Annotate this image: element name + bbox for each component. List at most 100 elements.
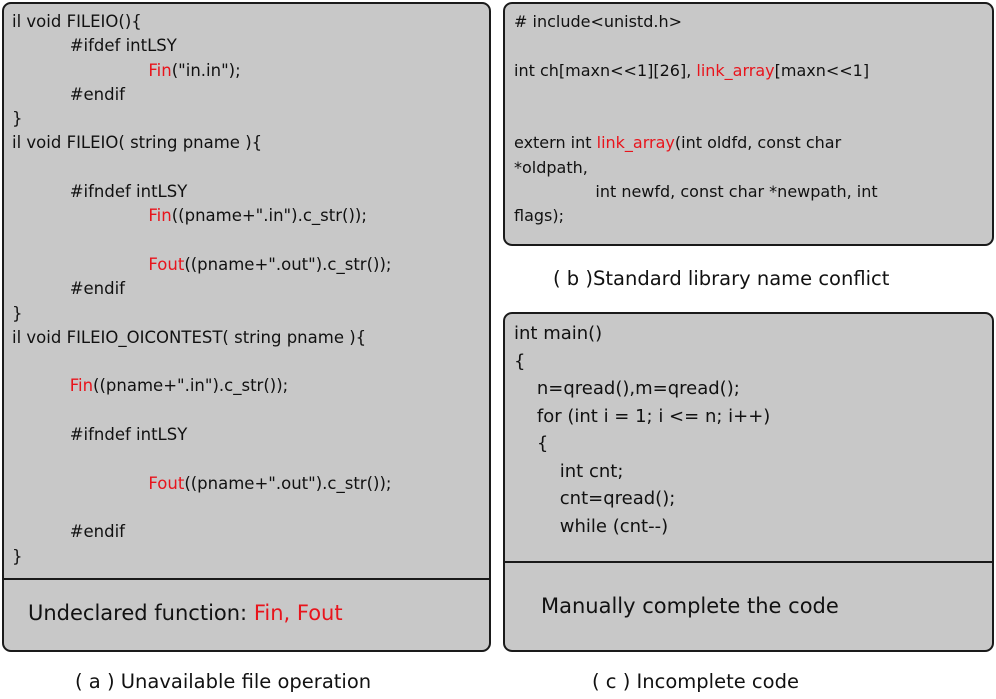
code-line: n=qread(),m=qread(); [514,375,992,403]
code-text: cnt=qread(); [514,488,676,509]
code-text: (int oldfd, const char [674,133,842,153]
code-line: #ifndef intLSY [12,180,489,204]
panel-unavailable-file-operation: il void FILEIO(){ #ifdef intLSY Fin("in.… [2,2,491,652]
code-text [12,61,148,80]
code-text: int main() [514,323,603,344]
code-line: Fin((pname+".in").c_str()); [12,374,489,398]
code-line: Fin("in.in"); [12,59,489,83]
code-block: # include<unistd.h> int ch[maxn<<1][26], … [505,4,992,229]
code-line: #ifndef intLSY [12,423,489,447]
code-text: *oldpath, [514,157,588,177]
code-line: while (cnt--) [514,513,992,541]
code-line: extern int link_array(int oldfd, const c… [514,131,992,155]
code-line: #endif [12,520,489,544]
code-text: } [12,303,23,323]
code-text: int newfd, const char *newpath, int [514,182,878,202]
code-line: flags); [514,204,992,228]
code-line: int newfd, const char *newpath, int [514,180,992,204]
code-block: il void FILEIO(){ #ifdef intLSY Fin("in.… [4,4,489,569]
code-text: { [514,350,526,372]
code-text: [maxn<<1] [774,60,870,80]
code-line: int cnt; [514,458,992,486]
footer-note: Undeclared function: Fin, Fout [28,601,343,625]
code-line: il void FILEIO(){ [12,10,489,34]
code-text [12,376,70,395]
code-text [12,255,148,274]
code-text: #endif [12,279,125,299]
caption-c: ( c ) Incomplete code [592,670,799,693]
code-text: il void FILEIO_OICONTEST( string pname )… [12,327,367,347]
highlighted-identifier: link_array [696,60,775,80]
code-text: { [514,433,549,454]
code-text: while (cnt--) [514,515,669,537]
code-line [12,156,489,180]
highlighted-identifier: Fout [148,473,185,493]
code-line: { [514,348,992,376]
code-text: il void FILEIO( string pname ){ [12,133,263,153]
code-text: #endif [12,84,125,104]
divider [505,561,992,563]
code-line [12,496,489,520]
code-text: #endif [12,522,125,542]
code-text: int cnt; [514,460,624,482]
caption-a: ( a ) Unavailable file operation [75,670,372,693]
divider [4,578,489,580]
panel-name-conflict: # include<unistd.h> int ch[maxn<<1][26], … [503,2,994,246]
code-line: cnt=qread(); [514,485,992,513]
code-text: int ch[maxn<<1][26], [514,60,697,80]
code-text: il void FILEIO(){ [12,12,142,31]
footer-note: Manually complete the code [541,594,839,618]
code-block: int main() { n=qread(),m=qread(); for (in… [505,314,992,540]
code-line: # include<unistd.h> [514,10,992,34]
code-line [514,34,992,58]
panel-incomplete-code: int main() { n=qread(),m=qread(); for (in… [503,312,994,652]
code-text: # include<unistd.h> [514,12,682,31]
code-line [12,350,489,374]
code-text: #ifndef intLSY [12,182,188,202]
footer-label: Undeclared function: [28,601,254,625]
code-line [514,107,992,131]
code-text [12,206,148,225]
code-text: ((pname+".out").c_str()); [184,473,392,493]
code-line: #endif [12,277,489,301]
code-text: #ifndef intLSY [12,425,188,445]
code-text: ((pname+".in").c_str()); [171,206,367,226]
code-text: flags); [514,206,565,226]
code-line: for (int i = 1; i <= n; i++) [514,403,992,431]
code-text: ("in.in"); [171,60,241,80]
highlighted-identifier: Fin [148,60,172,80]
code-line: #endif [12,83,489,107]
code-line: Fout((pname+".out").c_str()); [12,253,489,277]
code-line [12,229,489,253]
code-line: } [12,545,489,569]
code-text: extern int [514,133,597,153]
code-text: ((pname+".out").c_str()); [184,254,392,274]
code-text: ((pname+".in").c_str()); [93,376,289,396]
code-line: #ifdef intLSY [12,34,489,58]
code-text: #ifdef intLSY [12,36,177,56]
highlighted-identifier: Fin [69,376,94,396]
code-line: il void FILEIO_OICONTEST( string pname )… [12,326,489,350]
code-line: int ch[maxn<<1][26], link_array[maxn<<1] [514,59,992,83]
code-text: } [12,546,23,566]
highlighted-identifier: Fin [148,206,172,226]
code-line: Fin((pname+".in").c_str()); [12,204,489,228]
code-text: for (int i = 1; i <= n; i++) [514,405,771,427]
caption-b: ( b )Standard library name conflict [553,267,890,290]
code-line [12,447,489,471]
code-line: int main() [514,320,992,348]
highlighted-identifier: Fout [148,254,185,274]
highlighted-identifier: link_array [596,133,675,153]
code-line [12,399,489,423]
footer-highlight: Fin, Fout [253,601,343,625]
code-line: Fout((pname+".out").c_str()); [12,472,489,496]
code-line: *oldpath, [514,156,992,180]
code-text [12,474,148,493]
code-line: } [12,302,489,326]
code-line: { [514,430,992,458]
code-line [514,83,992,107]
code-line: il void FILEIO( string pname ){ [12,131,489,155]
code-text: n=qread(),m=qread(); [514,378,740,399]
code-text: } [12,109,23,129]
code-line: } [12,107,489,131]
